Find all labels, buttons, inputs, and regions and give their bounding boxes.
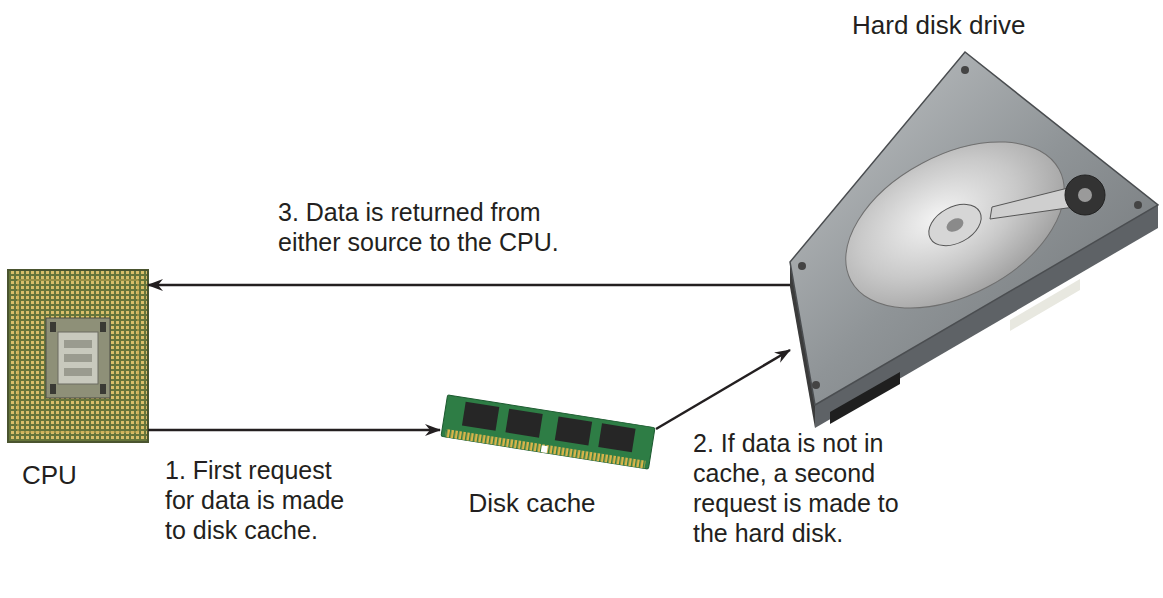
node-label: Disk cache — [468, 488, 595, 518]
node-label: Hard disk drive — [852, 10, 1025, 40]
cpu-package — [8, 270, 148, 442]
drive-spindle — [922, 196, 988, 254]
step-label: 3. Data is returned from either source t… — [278, 197, 583, 257]
memory-chip — [505, 409, 542, 438]
hard-disk-drive: Hard disk drive — [790, 50, 1160, 422]
drive-top — [790, 52, 1158, 405]
drive-platter — [818, 108, 1092, 342]
memory-chip — [598, 423, 635, 452]
hard-disk-illustration — [790, 52, 1158, 428]
drive-screw — [812, 381, 820, 389]
arrow-connector — [656, 350, 790, 429]
memory-module-illustration — [441, 395, 655, 469]
memory-contacts — [445, 429, 646, 469]
cpu-die — [58, 332, 98, 384]
cpu-component — [50, 384, 56, 394]
memory-board — [441, 395, 655, 469]
drive-actuator — [1065, 175, 1105, 215]
drive-screw — [961, 66, 969, 74]
cpu-illustration — [8, 270, 148, 442]
step-label: 2. If data is not in cache, a second req… — [693, 428, 908, 548]
cpu-component — [64, 340, 92, 348]
cpu-chip: CPU — [8, 270, 148, 442]
drive-sticker — [1010, 279, 1080, 331]
drive-screw — [798, 262, 806, 270]
cpu-component — [64, 368, 92, 376]
cpu-pin-border — [18, 280, 138, 432]
memory-module: Disk cache — [440, 395, 656, 471]
drive-spindle-hub — [944, 215, 966, 234]
memory-chip — [462, 402, 499, 431]
arrow-connector — [148, 429, 440, 432]
memory-chip — [555, 416, 592, 445]
drive-actuator-pivot — [1078, 188, 1092, 202]
step-label: 1. First request for data is made to dis… — [165, 455, 360, 545]
drive-screw — [1134, 201, 1142, 209]
cpu-component — [64, 354, 92, 362]
cpu-component — [50, 322, 56, 332]
cpu-component — [100, 384, 106, 394]
cpu-component — [100, 322, 106, 332]
memory-notch — [541, 445, 548, 453]
arrow-connector — [148, 284, 790, 287]
cpu-center — [46, 318, 110, 398]
node-label: CPU — [22, 460, 77, 490]
